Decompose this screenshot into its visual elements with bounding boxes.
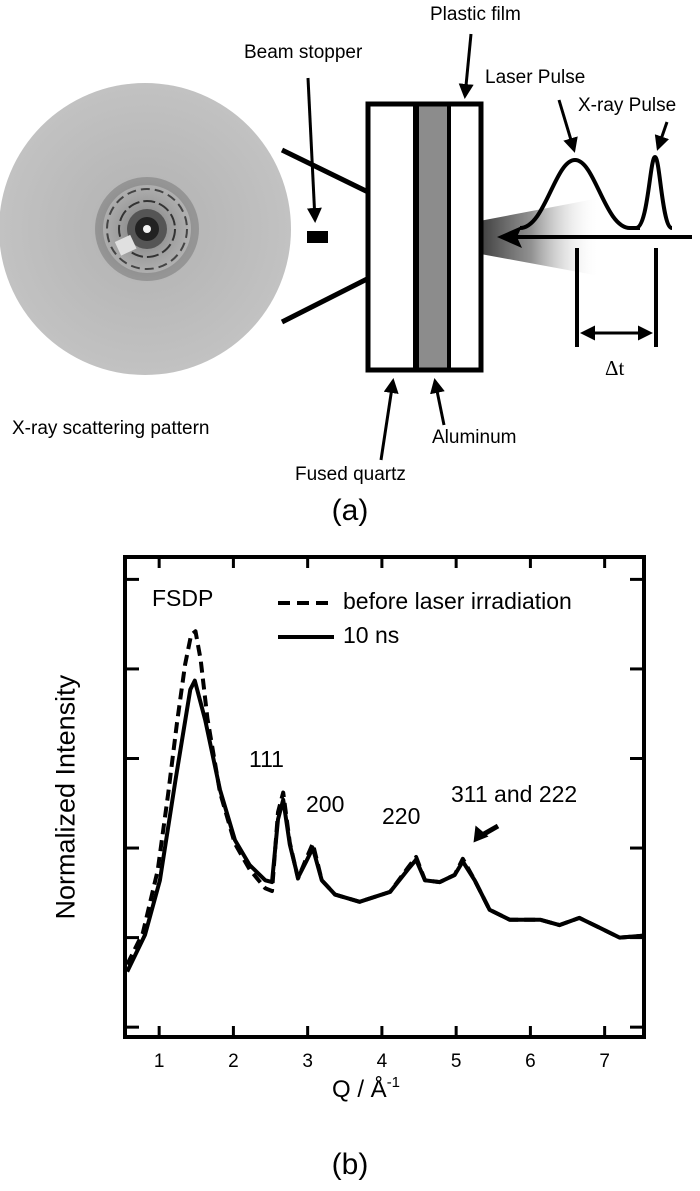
panel-a-diagram: Beam stopper Plastic film Laser Pulse X-… (0, 0, 700, 540)
x-tick-label: 2 (228, 1051, 239, 1072)
x-tick-label: 5 (450, 1051, 462, 1072)
sample-cell (365, 101, 484, 373)
plot-frame (123, 555, 646, 1039)
setup-diagram-graphic (0, 33, 692, 461)
delta-t-label: Δt (605, 356, 625, 380)
annotation-fsdp: FSDP (152, 585, 214, 611)
x-tick-label: 3 (302, 1051, 313, 1072)
xray-pulse-shape (634, 154, 674, 230)
series-10ns-line (125, 678, 643, 973)
intensity-chart-plot (123, 555, 646, 1039)
x-axis-label: Q / Å-1 (332, 1075, 400, 1102)
panel-b-label: (b) (331, 1148, 369, 1181)
beam-stopper-label: Beam stopper (244, 42, 363, 63)
aluminum-label: Aluminum (432, 427, 517, 448)
laser-pulse-label: Laser Pulse (485, 67, 586, 88)
annotation-arrowhead-311-222 (473, 825, 489, 843)
panel-a-label: (a) (331, 494, 369, 527)
panel-b-chart: Normalized Intensity 1 2 3 4 5 6 7 Q / Å-1 FSD… (0, 540, 700, 1191)
annotation-111: 111 (249, 746, 284, 772)
xray-scattering-pattern-image (0, 83, 291, 375)
x-tick-label: 4 (376, 1051, 388, 1072)
y-axis-label: Normalized Intensity (50, 674, 81, 920)
scattering-pattern-caption: X-ray scattering pattern (12, 418, 210, 439)
laser-pulse-shape (519, 157, 640, 230)
plastic-film-label: Plastic film (430, 4, 521, 25)
fused-quartz-label: Fused quartz (295, 464, 406, 485)
beam-stopper-shape (307, 231, 328, 243)
annotation-200: 200 (306, 791, 345, 817)
x-tick-label: 7 (599, 1051, 610, 1072)
x-tick-label: 6 (525, 1051, 536, 1072)
x-axis-label-text: Q / Å (332, 1076, 387, 1103)
xray-pulse-label: X-ray Pulse (578, 95, 677, 116)
legend-entry-10ns: 10 ns (343, 622, 400, 648)
x-axis-label-superscript: -1 (386, 1074, 401, 1091)
annotation-220: 220 (382, 803, 421, 829)
legend-entry-before-laser: before laser irradiation (343, 588, 572, 614)
annotation-311-222: 311 and 222 (451, 781, 578, 807)
x-tick-label: 1 (153, 1051, 165, 1072)
